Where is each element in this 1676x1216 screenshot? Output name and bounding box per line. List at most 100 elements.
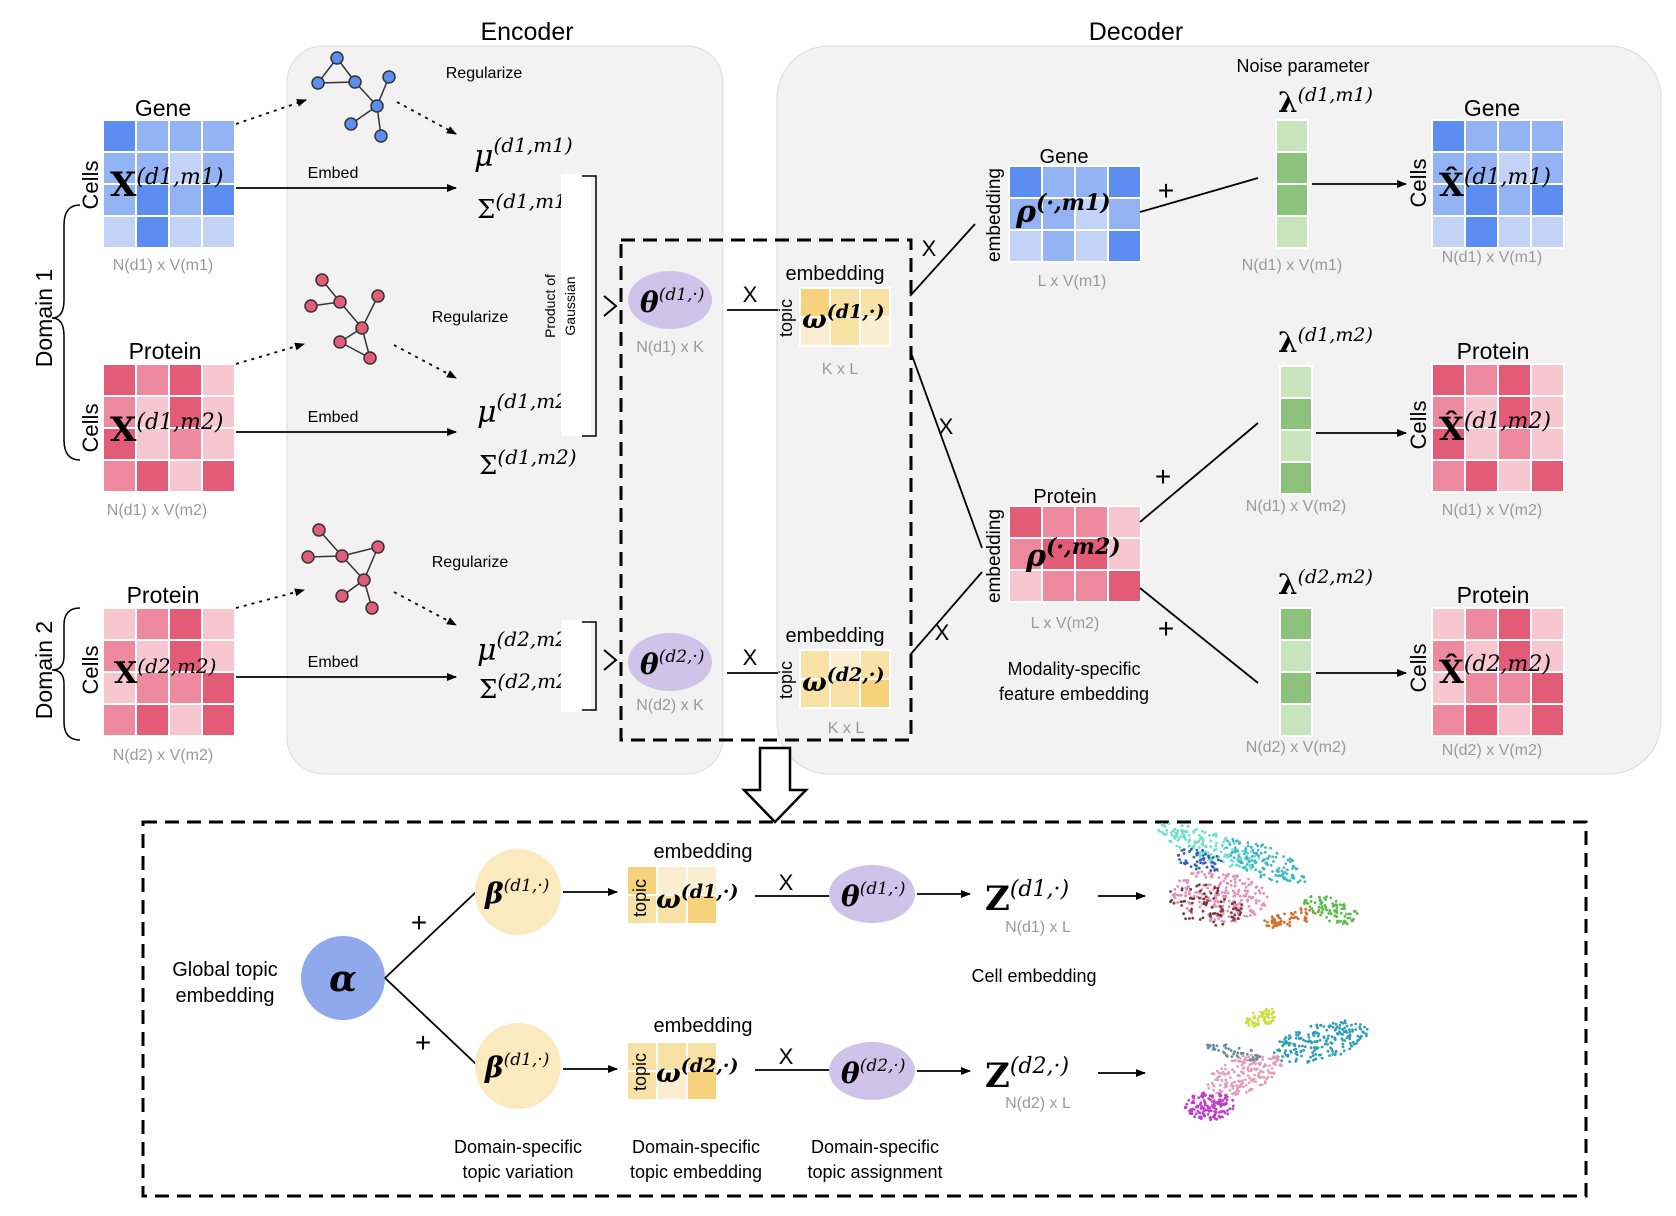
umap-point [1219,859,1223,863]
umap-point [1230,902,1234,906]
plus-alpha-beta-d1: + [411,907,427,938]
umap-point [1175,844,1179,848]
umap-point [1331,1025,1335,1029]
umap-point [1272,1015,1275,1019]
umap-point [1225,846,1229,849]
umap-point [1277,867,1281,870]
umap-point [1231,1092,1234,1096]
umap-point [1267,1009,1271,1013]
gene-input-matrix-d1 [102,119,236,249]
umap-point [1214,834,1218,838]
matrix-cell [102,639,137,673]
umap-point [1289,916,1293,919]
umap-point [1221,904,1225,908]
matrix-cell [168,607,203,641]
regularize-label-1: Regularize [446,65,523,82]
matrix-cell [1431,703,1466,737]
umap-point [1327,1034,1330,1038]
gene-graph-icon [311,51,396,143]
umap-point [1329,896,1333,900]
umap-point [1222,873,1225,876]
matrix-cell [135,215,170,249]
matrix-cell [1279,607,1313,641]
umap-point [1209,1109,1213,1113]
umap-point [1201,838,1205,842]
poe-label-line1: Product of [542,274,558,338]
umap-point [1248,863,1252,867]
umap-point [1301,1044,1304,1048]
caption-assignment-line1: Domain-specific [811,1137,939,1157]
umap-point [1303,917,1307,920]
caption-embedding-line2: topic embedding [630,1162,762,1182]
times-theta-omega-d1: X [743,282,758,307]
umap-point [1203,873,1207,876]
matrix-cell [168,459,203,493]
umap-point [1219,914,1223,918]
umap-point [1221,860,1225,864]
umap-point [1303,1045,1307,1049]
umap-point [1269,846,1272,850]
umap-point [1335,909,1339,913]
umap-point [1266,1021,1270,1025]
umap-point [1230,1059,1234,1063]
umap-point [1216,889,1220,893]
umap-point [1238,842,1241,845]
matrix-cell [1464,703,1499,737]
umap-point [1311,1054,1315,1058]
umap-point [1212,1103,1216,1107]
matrix-cell [1497,215,1532,249]
matrix-cell [201,639,236,673]
umap-point [1294,1060,1298,1063]
umap-point [1292,916,1296,920]
umap-point [1207,854,1210,858]
lambda-d2m2-symbol: λ(d2,m2) [1278,566,1373,601]
protein-graph-icon-d1 [304,273,385,365]
umap-point [1246,852,1249,856]
umap-point [1243,914,1247,918]
umap-point [1203,900,1206,904]
umap-point [1209,891,1213,895]
matrix-cell [1530,183,1565,217]
umap-point [1233,1050,1236,1054]
domain1-brace [51,204,81,461]
matrix-cell [135,607,170,641]
umap-point [1228,841,1231,844]
theta-d2-dims: N(d2) x K [636,697,704,714]
umap-point [1229,1049,1233,1052]
umap-point [1201,854,1205,857]
umap-point [1193,1115,1196,1119]
umap-point [1200,843,1204,847]
umap-point [1317,1032,1321,1036]
umap-point [1320,901,1324,905]
bottom-theta-d2-node [829,1042,915,1100]
bottom-theta-d1-node [829,865,915,923]
matrix-cell [1041,505,1076,539]
umap-point [1254,868,1258,872]
umap-point [1266,1075,1270,1079]
umap-point [1263,1080,1267,1083]
umap-point [1348,916,1352,920]
umap-point [1325,908,1329,912]
umap-point [1217,1049,1221,1052]
umap-point [1190,907,1193,911]
rho-gene-title: Gene [1040,146,1089,168]
umap-point [1253,1073,1257,1077]
umap-point [1216,899,1219,903]
umap-point [1223,847,1226,850]
lambda-d2m2-dims: N(d2) x V(m2) [1246,739,1346,756]
umap-point [1251,1022,1254,1026]
umap-point [1322,1025,1326,1028]
umap-point [1247,1069,1251,1073]
umap-point [1295,1033,1298,1037]
umap-point [1262,902,1265,905]
matrix-cell [1107,537,1142,571]
umap-point [1228,1107,1232,1110]
umap-point [1325,1028,1329,1032]
umap-point [1327,912,1331,915]
protein-input-d2-title: Protein [127,582,200,608]
protein-output-d2-symbol: X̂(d2,m2) [1439,652,1551,691]
umap-point [1246,844,1250,848]
matrix-cell [1279,461,1313,495]
expand-down-arrow [741,746,809,824]
umap-point [1231,1107,1235,1111]
